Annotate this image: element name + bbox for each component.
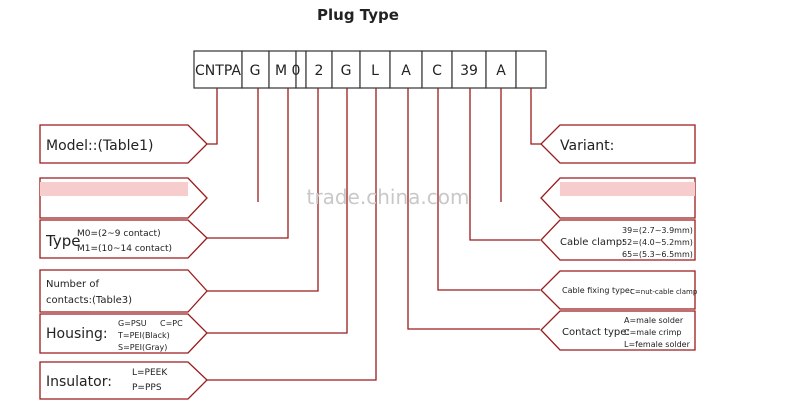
variant-label: Variant:: [560, 138, 614, 154]
clamp-52: 52=(4.0~5.2mm): [622, 238, 693, 247]
watermark: trade.china.com: [307, 185, 470, 209]
connector-lines: [206, 88, 542, 381]
clamp-39: 39=(2.7~3.9mm): [622, 226, 693, 235]
fixing-label: Cable fixing type:: [562, 286, 633, 295]
code-cell-text: 2: [315, 63, 324, 79]
contact-a: A=male solder: [624, 316, 684, 325]
connector-contact-type: [407, 88, 540, 330]
code-cell-text: 39: [460, 63, 478, 79]
connector-insulator: [206, 88, 377, 381]
contacts-line2: contacts:(Table3): [46, 295, 132, 306]
code-cell: [451, 50, 487, 89]
panel-contact-type: [540, 310, 696, 351]
connector-fixing: [437, 88, 540, 291]
clamp-label: Cable clamp:: [560, 237, 625, 248]
type-label: Type: [45, 232, 80, 250]
panel-model: [39, 124, 208, 164]
code-cell: [305, 50, 333, 89]
housing-s: S=PEI(Gray): [118, 343, 167, 352]
insulator-label: Insulator:: [46, 374, 112, 390]
contacts-line1: Number of: [46, 279, 99, 290]
panel-insulator: [39, 361, 208, 400]
housing-g: G=PSU: [118, 319, 147, 328]
connector-model: [206, 88, 218, 145]
connector-contacts: [206, 88, 319, 292]
type-m0: M0=(2~9 contact): [77, 229, 161, 239]
blank-highlight-right: [560, 182, 695, 196]
diagram-title: Plug Type: [317, 6, 399, 24]
right-panels: [540, 124, 696, 351]
code-cell-text: G: [341, 63, 352, 79]
contact-label: Contact type:: [562, 327, 630, 338]
connector-type: [206, 88, 289, 239]
clamp-65: 65=(5.3~6.5mm): [622, 250, 693, 259]
housing-label: Housing:: [46, 326, 108, 342]
panel-housing: [39, 313, 208, 354]
panel-variant: [540, 124, 696, 164]
code-cell-text: M: [275, 63, 287, 79]
blank-highlight-left: [40, 182, 188, 196]
housing-t: T=PEI(Black): [117, 331, 170, 340]
insulator-l: L=PEEK: [132, 368, 168, 378]
contact-c: C=male crimp: [624, 328, 681, 337]
code-cell: [515, 50, 547, 89]
code-cell-text: A: [401, 63, 411, 79]
connector-clamp: [469, 88, 540, 241]
code-cell-text: L: [371, 63, 379, 79]
code-cell: [268, 50, 297, 89]
code-cell-text: CNTPA: [195, 63, 241, 79]
code-cell-text: 0: [292, 63, 301, 79]
code-row: CNTPA G M 0 2 G L A C 39 A: [193, 50, 547, 89]
panel-fixing: [540, 270, 696, 310]
code-cell: [241, 50, 270, 89]
type-m1: M1=(10~14 contact): [77, 244, 172, 254]
left-panels: [39, 124, 208, 400]
panel-clamp: [540, 219, 696, 261]
code-cell: [193, 50, 243, 89]
contact-l: L=female solder: [624, 340, 691, 349]
code-cell: [359, 50, 391, 89]
code-cell: [389, 50, 423, 89]
insulator-p: P=PPS: [132, 383, 162, 393]
code-cell-text: C: [432, 63, 442, 79]
model-label: Model::(Table1): [46, 138, 154, 154]
panel-contacts: [39, 269, 208, 313]
code-cell: [421, 50, 453, 89]
connector-housing: [206, 88, 348, 334]
code-cell-text: G: [250, 63, 261, 79]
fixing-c: C=nut-cable clamp: [630, 288, 698, 296]
connector-variant: [530, 88, 542, 145]
code-cell-text: A: [496, 63, 506, 79]
panel-type: [39, 219, 208, 259]
housing-c: C=PC: [160, 319, 183, 328]
